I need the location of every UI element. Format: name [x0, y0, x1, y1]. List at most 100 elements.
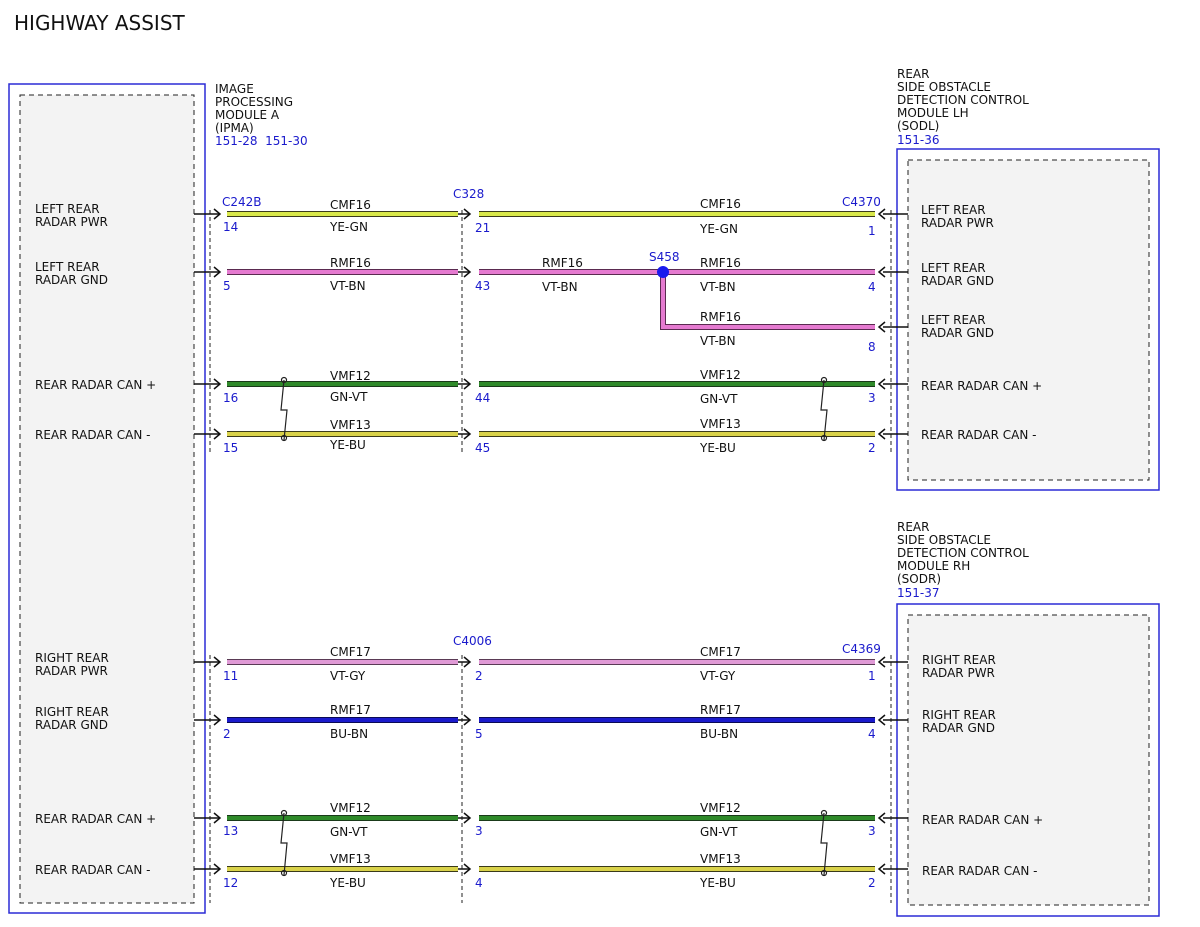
sodr-pin-label: REAR RADAR CAN -: [922, 864, 1037, 878]
pin-arrow: [877, 266, 886, 278]
wire-circuit-label: VMF12: [700, 368, 741, 382]
pin-number: 4: [868, 280, 876, 294]
connector-label-c4369: C4369: [842, 642, 881, 656]
wire-color-label: YE-GN: [329, 220, 368, 234]
twisted-pair-marker: [820, 812, 828, 876]
pin-arrow: [463, 378, 472, 390]
twisted-pair-marker-end: [280, 869, 288, 877]
sodr-pin-label: RIGHT REAR: [922, 708, 996, 722]
pin-arrow: [213, 812, 222, 824]
sodl-name-line: REAR: [897, 67, 929, 81]
pin-number: 3: [868, 391, 876, 405]
twisted-pair-marker-end: [280, 809, 288, 817]
sodl-name-line: (SODL): [897, 119, 939, 133]
wire-color-label: YE-BU: [699, 876, 736, 890]
pin-arrow: [213, 656, 222, 668]
wire-branch: [660, 272, 875, 330]
ipma-pin-label: RADAR GND: [35, 273, 108, 287]
pin-terminals: [194, 208, 908, 875]
twisted-pair-marker: [280, 379, 288, 441]
pin-arrow: [213, 266, 222, 278]
pin-number: 3: [475, 824, 483, 838]
wire-circuit-label: CMF16: [700, 197, 741, 211]
ipma-pin-label: RIGHT REAR: [35, 651, 109, 665]
pin-number: 14: [223, 220, 238, 234]
wire-vmf12-lower: VMF12 GN-VT VMF12 GN-VT 13 3 3: [223, 801, 876, 839]
wire-circuit-label: RMF16: [330, 256, 371, 270]
pin-arrow: [213, 714, 222, 726]
pin-number: 45: [475, 441, 490, 455]
pin-number: 5: [223, 279, 231, 293]
sodr-pin-label: RIGHT REAR: [922, 653, 996, 667]
ipma-module-inner: [19, 94, 195, 904]
pin-number: 4: [868, 727, 876, 741]
twisted-pair-marker-end: [820, 809, 828, 817]
wire-circuit-label: VMF13: [700, 852, 741, 866]
connector-label-c4006: C4006: [453, 634, 492, 648]
ipma-pin-label: RADAR GND: [35, 718, 108, 732]
connector-label-c242b: C242B: [222, 195, 262, 209]
twisted-pair-marker-end: [280, 434, 288, 442]
pin-number: 15: [223, 441, 238, 455]
twisted-pair-marker-end: [280, 376, 288, 384]
pin-number: 2: [868, 876, 876, 890]
wire-circuit-label: RMF17: [700, 703, 741, 717]
wire-color-label: YE-GN: [699, 222, 738, 236]
wire-vmf13-lower: VMF13 YE-BU VMF13 YE-BU 12 4 2: [223, 852, 876, 890]
wire-color-label: YE-BU: [699, 441, 736, 455]
pin-number: 43: [475, 279, 490, 293]
sodl-refs: 151-36: [897, 133, 940, 147]
twisted-pair-marker: [280, 812, 288, 876]
pin-arrow: [463, 428, 472, 440]
ipma-pin-label: REAR RADAR CAN +: [35, 812, 156, 826]
pin-arrow: [463, 812, 472, 824]
sodr-name-line: (SODR): [897, 572, 941, 586]
wire-circuit-label: RMF16: [542, 256, 583, 270]
pin-arrow: [877, 208, 886, 220]
wire-color-label: GN-VT: [330, 390, 368, 404]
wire-circuit-label: RMF17: [330, 703, 371, 717]
wire-color-label: GN-VT: [330, 825, 368, 839]
sodl-module: REAR SIDE OBSTACLE DETECTION CONTROL MOD…: [896, 67, 1160, 491]
ipma-module: IMAGE PROCESSING MODULE A (IPMA) 151-28 …: [8, 82, 308, 914]
wire-rmf16: S458 RMF16 VT-BN RMF16 VT-BN RMF16 VT-BN…: [223, 250, 876, 354]
wire-circuit-label: VMF12: [330, 801, 371, 815]
sodr-pin-label: REAR RADAR CAN +: [922, 813, 1043, 827]
connector-label-c328: C328: [453, 187, 484, 201]
pin-number: 21: [475, 221, 490, 235]
splice-dot: [657, 266, 669, 278]
wire-color-label: YE-BU: [329, 438, 366, 452]
twisted-pair-marker-end: [820, 376, 828, 384]
ipma-pin-label: LEFT REAR: [35, 260, 100, 274]
ipma-pin-label: REAR RADAR CAN -: [35, 863, 150, 877]
ipma-name-line: (IPMA): [215, 121, 254, 135]
pin-arrow: [463, 714, 472, 726]
connector-outlines: [209, 210, 892, 903]
pin-number: 12: [223, 876, 238, 890]
ipma-pin-label: REAR RADAR CAN -: [35, 428, 150, 442]
pin-arrow: [213, 428, 222, 440]
twisted-pair-marker-end: [820, 434, 828, 442]
pin-number: 8: [868, 340, 876, 354]
sodl-pin-label: RADAR GND: [921, 326, 994, 340]
pin-arrow: [877, 321, 886, 333]
pin-arrow: [463, 208, 472, 220]
wire-circuit-label: VMF13: [700, 417, 741, 431]
wire-circuit-label: CMF17: [700, 645, 741, 659]
ipma-pin-label: RADAR PWR: [35, 664, 108, 678]
wire-color-label: VT-BN: [700, 280, 736, 294]
wire-circuit-label: VMF12: [700, 801, 741, 815]
twisted-pair-marker-end: [820, 869, 828, 877]
sodl-module-inner: [907, 159, 1150, 481]
wire-color-label: VT-GY: [700, 669, 736, 683]
wire-circuit-label: VMF13: [330, 418, 371, 432]
pin-arrow: [213, 378, 222, 390]
wire-circuit-label: VMF12: [330, 369, 371, 383]
ipma-pin-label: RIGHT REAR: [35, 705, 109, 719]
sodl-name-line: DETECTION CONTROL: [897, 93, 1029, 107]
wire-cmf17: CMF17 VT-GY CMF17 VT-GY 11 2 1: [223, 645, 876, 683]
ipma-name-line: PROCESSING: [215, 95, 293, 109]
sodr-pin-label: RADAR GND: [922, 721, 995, 735]
sodl-pin-label: LEFT REAR: [921, 313, 986, 327]
